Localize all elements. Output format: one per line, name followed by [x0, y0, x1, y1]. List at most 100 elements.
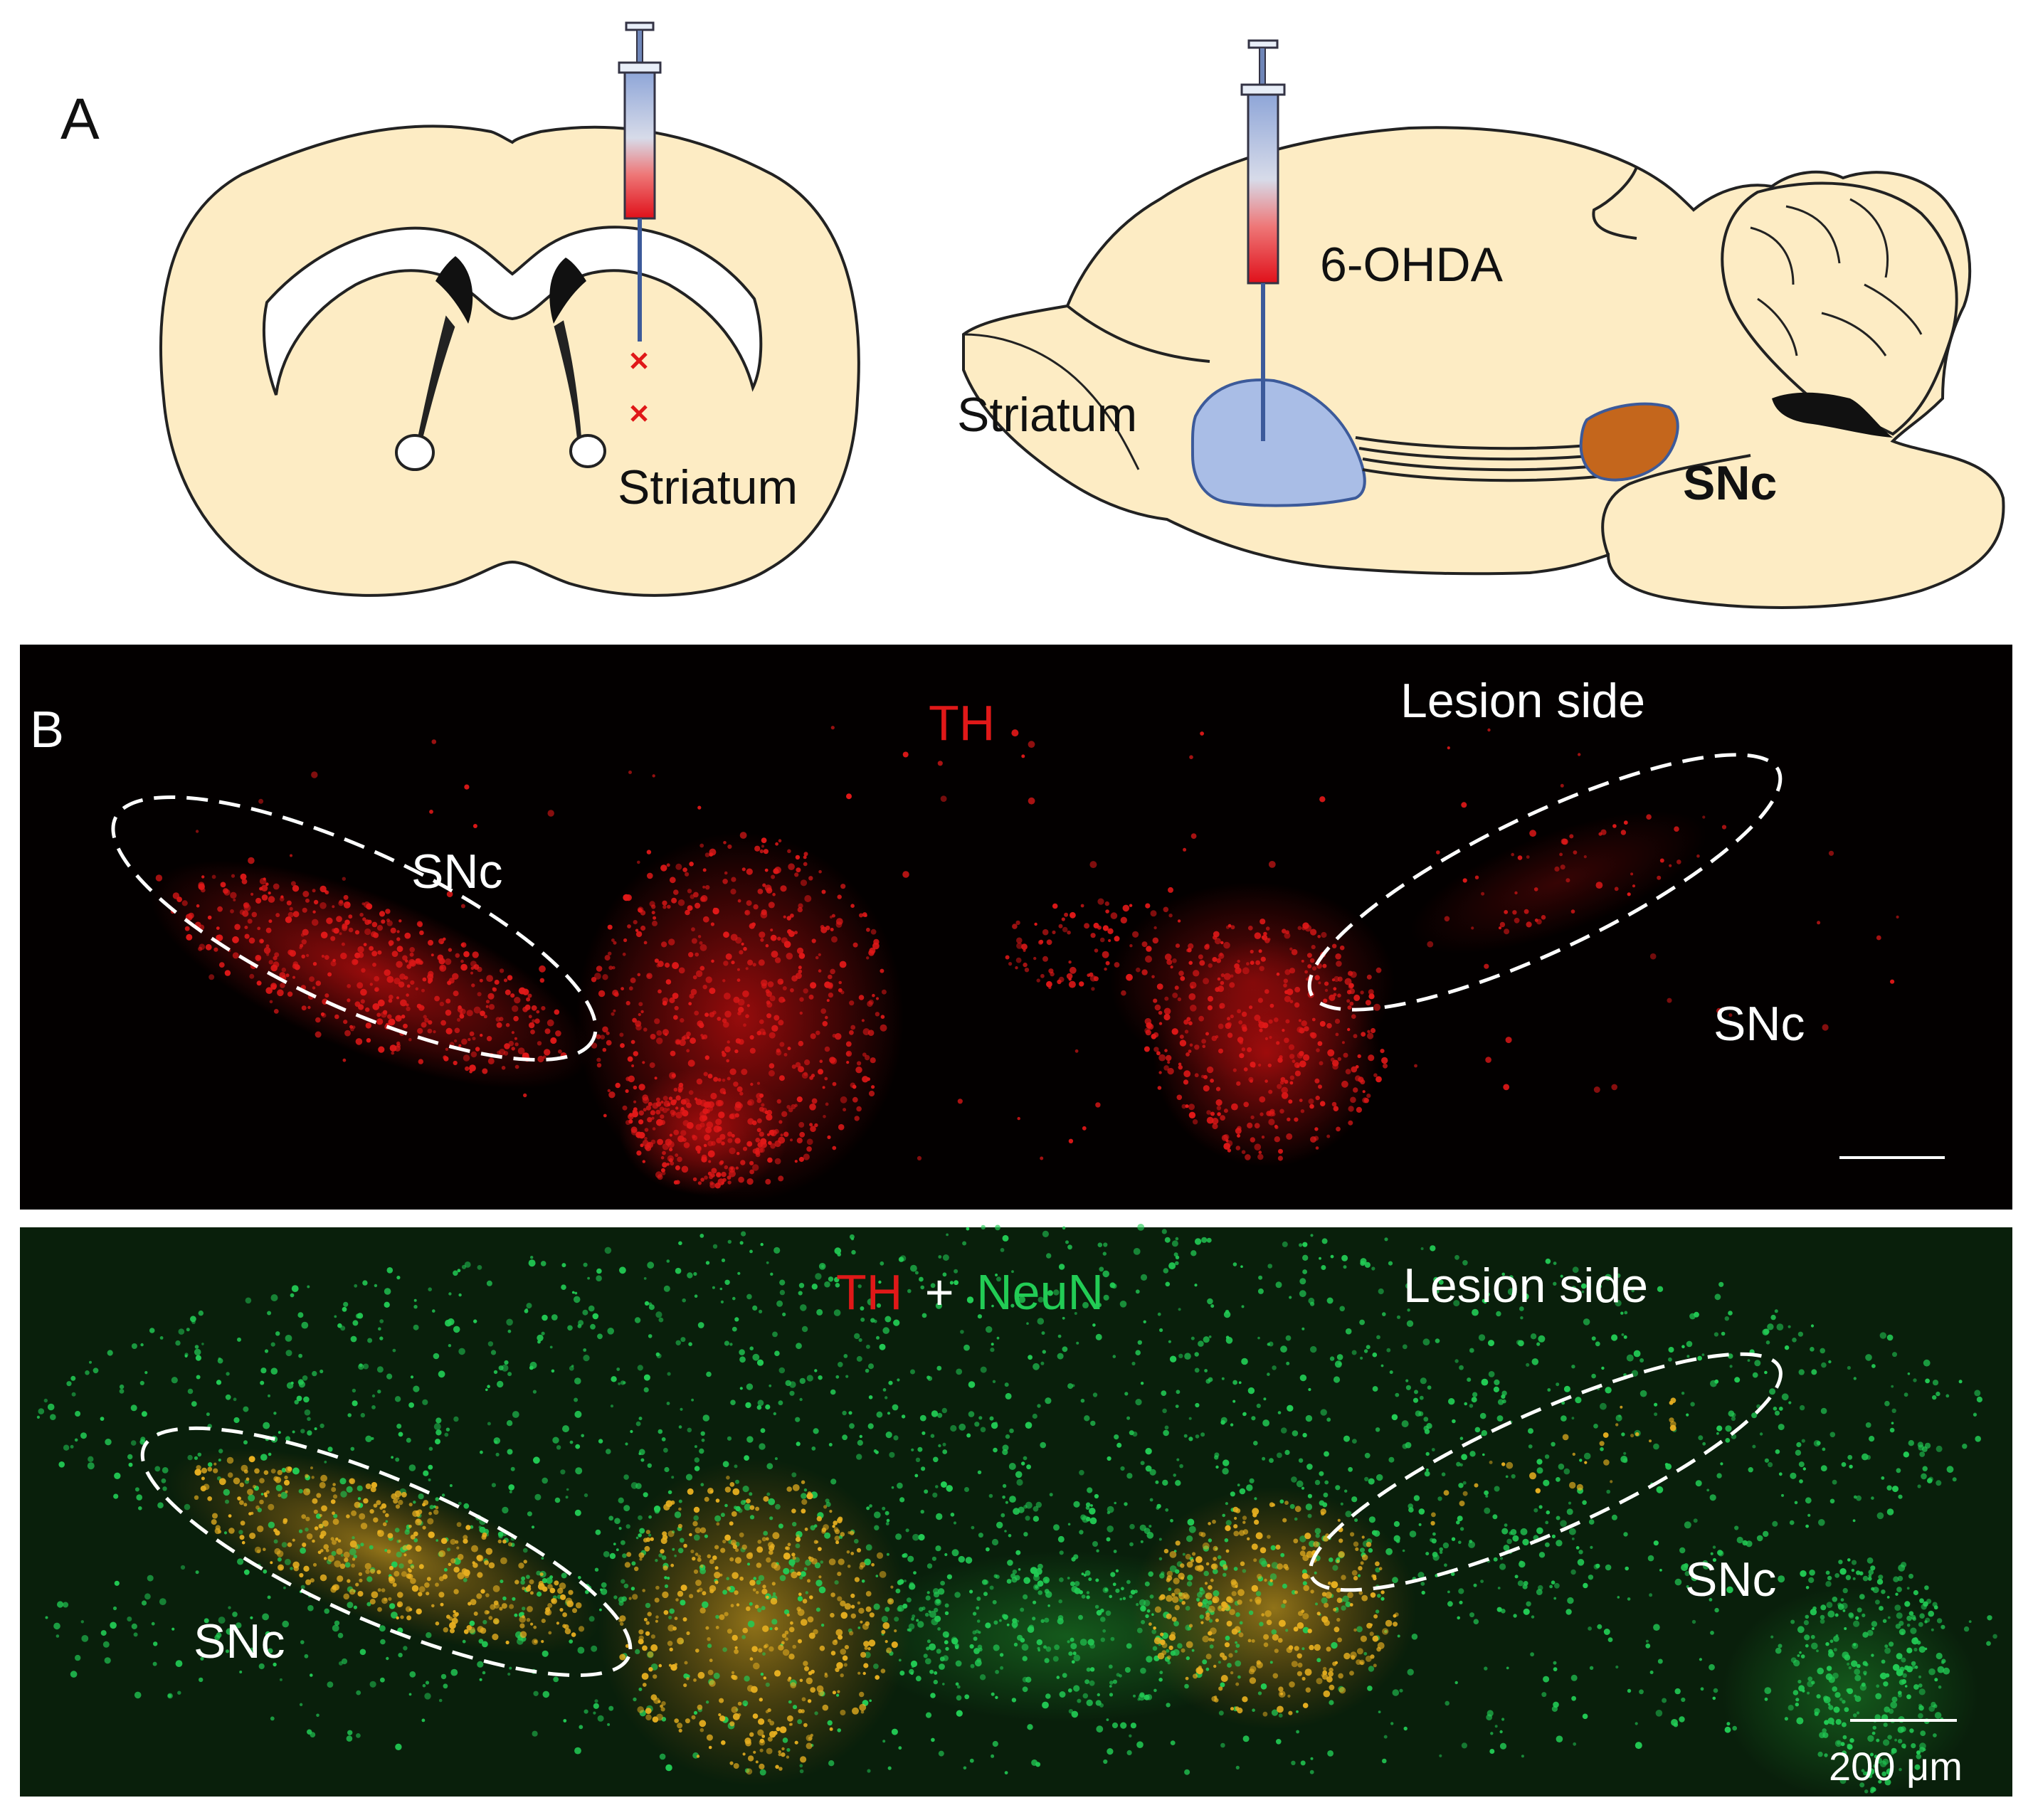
- cell-dot: [1829, 1432, 1836, 1438]
- cell-dot: [1457, 1616, 1460, 1620]
- cell-dot: [567, 1325, 573, 1331]
- cell-dot: [1260, 919, 1266, 925]
- cell-dot: [470, 1051, 477, 1058]
- cell-dot: [1800, 1654, 1805, 1658]
- cell-dot: [1886, 1508, 1894, 1515]
- cell-dot: [1299, 1243, 1303, 1247]
- cell-dot: [294, 964, 300, 970]
- cell-dot: [821, 1264, 825, 1268]
- cell-dot: [575, 1444, 581, 1449]
- cell-dot: [672, 1547, 675, 1551]
- cell-dot: [1936, 1480, 1942, 1486]
- cell-dot: [1778, 1644, 1783, 1649]
- cell-dot: [302, 928, 309, 936]
- cell-dot: [834, 1580, 839, 1585]
- cell-dot: [303, 1565, 310, 1572]
- cell-dot: [378, 1327, 381, 1330]
- cell-dot: [469, 1620, 475, 1626]
- cell-dot: [1158, 1071, 1162, 1074]
- cell-dot: [1089, 1508, 1096, 1515]
- cell-dot: [358, 1363, 364, 1370]
- cell-dot: [100, 1417, 105, 1421]
- cell-dot: [681, 1165, 689, 1173]
- cell-dot: [771, 1132, 775, 1136]
- cell-dot: [953, 1521, 957, 1525]
- cell-dot: [1332, 943, 1337, 948]
- cell-dot: [1946, 1466, 1954, 1474]
- cell-dot: [1765, 1340, 1770, 1345]
- cell-dot: [458, 1501, 462, 1506]
- cell-dot: [1319, 796, 1326, 803]
- cell-dot: [1258, 1150, 1262, 1154]
- cell-dot: [705, 976, 712, 983]
- cell-dot: [696, 1755, 700, 1758]
- cell-dot: [1485, 1057, 1491, 1063]
- cell-dot: [1553, 1701, 1559, 1708]
- cell-dot: [453, 1326, 460, 1333]
- cell-dot: [731, 961, 735, 965]
- cell-dot: [1178, 1065, 1183, 1070]
- cell-dot: [1903, 1392, 1908, 1397]
- cell-dot: [385, 1520, 389, 1523]
- cell-dot: [388, 1597, 392, 1601]
- cell-dot: [433, 1353, 440, 1360]
- cell-dot: [936, 1365, 942, 1371]
- cell-dot: [680, 1017, 685, 1023]
- cell-dot: [435, 1506, 439, 1510]
- cell-dot: [277, 1469, 282, 1476]
- cell-dot: [226, 1456, 234, 1464]
- cell-dot: [1820, 1619, 1825, 1624]
- cell-dot: [647, 1117, 653, 1123]
- cell-dot: [1190, 1005, 1197, 1012]
- cell-dot: [920, 1285, 924, 1290]
- cell-dot: [1329, 994, 1336, 1001]
- cell-dot: [688, 1090, 694, 1095]
- cell-dot: [1058, 1599, 1062, 1604]
- cell-dot: [1242, 967, 1250, 975]
- cell-dot: [1344, 1489, 1348, 1493]
- cell-dot: [1007, 1560, 1013, 1566]
- cell-dot: [1870, 1565, 1876, 1571]
- cell-dot: [1186, 1535, 1193, 1543]
- cell-dot: [1536, 1459, 1543, 1465]
- cell-dot: [487, 1341, 494, 1347]
- cell-dot: [768, 1070, 775, 1076]
- cell-dot: [270, 984, 277, 990]
- cell-dot: [1928, 1610, 1934, 1617]
- cell-dot: [1396, 1315, 1401, 1319]
- cell-dot: [1881, 1589, 1886, 1594]
- cell-dot: [749, 1515, 755, 1520]
- cell-dot: [910, 1369, 915, 1375]
- cell-dot: [746, 1436, 754, 1443]
- cell-dot: [388, 998, 393, 1003]
- cell-dot: [374, 1284, 378, 1288]
- cell-dot: [926, 1591, 930, 1594]
- cell-dot: [343, 1593, 350, 1600]
- cell-dot: [691, 1398, 694, 1402]
- cell-dot: [749, 1047, 756, 1054]
- cell-dot: [988, 1493, 993, 1498]
- cell-dot: [1280, 1552, 1285, 1557]
- cell-dot: [1536, 1527, 1543, 1535]
- cell-dot: [587, 1276, 590, 1280]
- cell-dot: [140, 1343, 144, 1347]
- cell-dot: [87, 1462, 95, 1470]
- cell-dot: [921, 1466, 926, 1471]
- cell-dot: [1639, 1390, 1647, 1397]
- cell-dot: [800, 1571, 806, 1577]
- cell-dot: [1805, 1586, 1810, 1589]
- cell-dot: [245, 1477, 250, 1481]
- cell-dot: [735, 937, 742, 944]
- cell-dot: [1103, 1294, 1109, 1301]
- cell-dot: [1918, 1713, 1923, 1719]
- cell-dot: [292, 975, 296, 979]
- cell-dot: [1601, 1366, 1605, 1370]
- cell-dot: [730, 1167, 734, 1170]
- cell-dot: [822, 1021, 828, 1027]
- cell-dot: [599, 1608, 602, 1612]
- cell-dot: [1545, 1542, 1550, 1547]
- cell-dot: [361, 968, 366, 973]
- cell-dot: [1380, 1364, 1384, 1367]
- cell-dot: [428, 1478, 431, 1481]
- cell-dot: [1620, 830, 1627, 835]
